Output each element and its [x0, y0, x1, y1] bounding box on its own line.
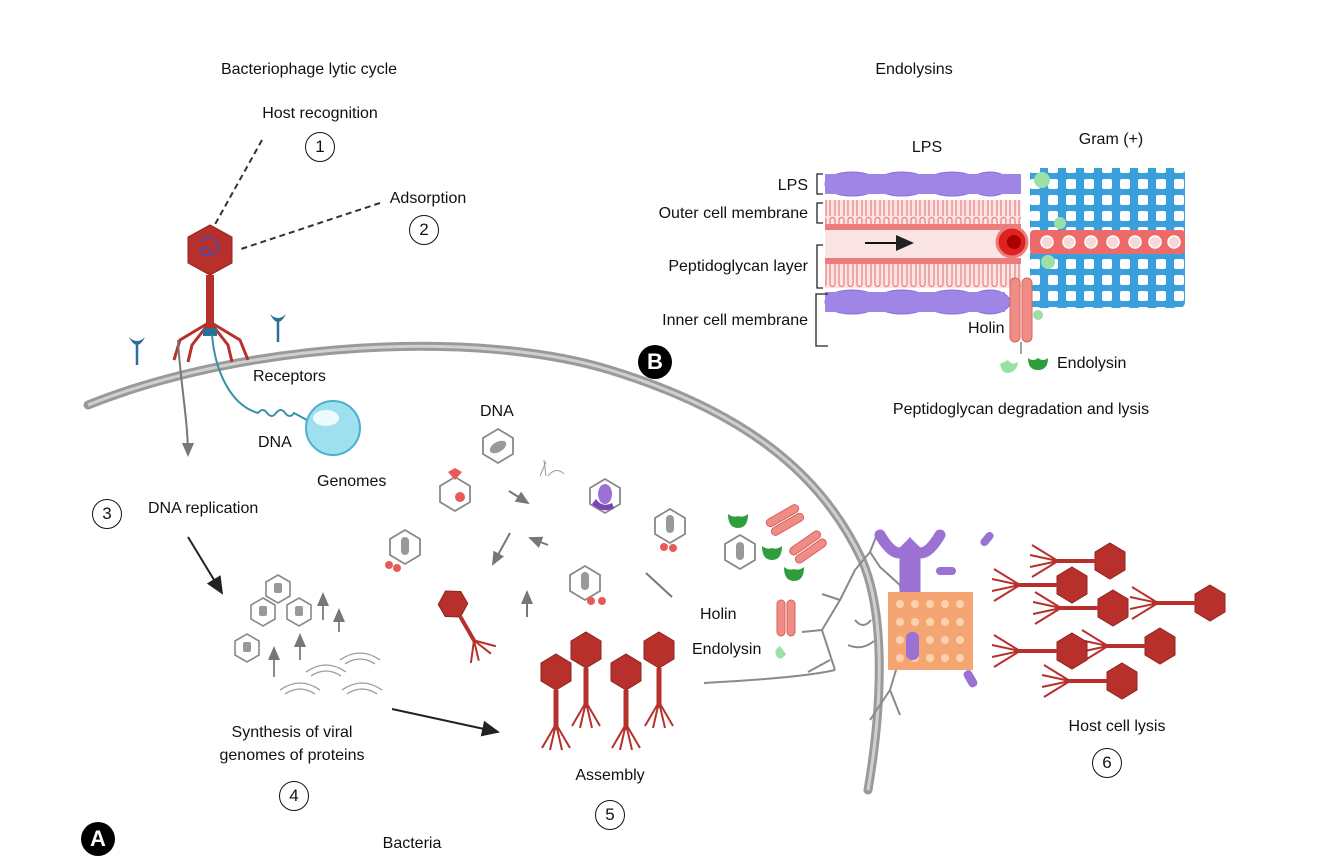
released-phages	[991, 542, 1226, 700]
endolysin-dark-icon	[1028, 358, 1048, 370]
pointer-adsorption	[237, 202, 381, 251]
step-3-badge: 3	[92, 499, 122, 529]
panel-a-badge: A	[81, 822, 115, 856]
step-4-badge: 4	[279, 781, 309, 811]
gram-negative-envelope	[824, 171, 1029, 315]
dna-inside-label: DNA	[480, 403, 514, 420]
lysis-debris	[874, 529, 994, 688]
holin-label: Holin	[700, 606, 737, 623]
receptor-icon	[129, 337, 145, 365]
genome-sphere	[305, 400, 361, 456]
holin-icon	[764, 502, 806, 538]
step-4-label-line2: genomes of proteins	[219, 747, 365, 764]
panel-b-title: Endolysins	[875, 61, 953, 78]
mature-phage	[437, 590, 497, 664]
layer-outer-membrane-label: Outer cell membrane	[658, 205, 808, 222]
layer-inner-membrane-label: Inner cell membrane	[662, 312, 808, 329]
arrow-to-synthesis	[187, 536, 224, 595]
bacteria-label: Bacteria	[382, 835, 442, 852]
entry-arrow	[177, 339, 194, 457]
arrow-to-assembly	[391, 708, 500, 737]
step-4-label-line1: Synthesis of viral	[231, 724, 353, 741]
receptors-label: Receptors	[253, 368, 326, 385]
panel-b-holin-label: Holin	[968, 320, 1005, 337]
genomes-label: Genomes	[317, 473, 387, 490]
step-2-label: Adsorption	[389, 190, 467, 207]
step-5-label: Assembly	[575, 767, 645, 784]
pointer-host-recognition	[212, 139, 263, 229]
assembly-arrows	[492, 490, 673, 617]
tail-fibers	[279, 652, 383, 695]
panel-b-endolysin-label: Endolysin	[1057, 355, 1127, 372]
injected-dna	[211, 334, 308, 421]
synthesis-arrows	[268, 592, 345, 677]
assembly-intermediates	[385, 428, 756, 605]
gram-negative-label: LPS	[911, 139, 943, 156]
step-3-label: DNA replication	[148, 500, 259, 517]
endolysin-small-icon	[775, 646, 786, 659]
holin-icon	[776, 599, 796, 637]
layer-peptidoglycan-label: Peptidoglycan layer	[668, 258, 808, 275]
endolysin-light-icon	[1000, 360, 1018, 373]
replicated-capsids	[234, 574, 312, 663]
step-2-badge: 2	[409, 215, 439, 245]
step-5-badge: 5	[595, 800, 625, 830]
receptor-icon	[270, 314, 286, 342]
step-6-label: Host cell lysis	[1068, 718, 1166, 735]
endolysin-label: Endolysin	[692, 641, 762, 658]
panel-b-caption: Peptidoglycan degradation and lysis	[892, 401, 1150, 418]
step-6-badge: 6	[1092, 748, 1122, 778]
layer-lps-label: LPS	[777, 177, 808, 194]
step-1-badge: 1	[305, 132, 335, 162]
layer-brackets	[815, 173, 828, 347]
dna-injection-label: DNA	[258, 434, 292, 451]
panel-b-badge: B	[638, 345, 672, 379]
assembled-phages	[540, 631, 675, 751]
holin-icon	[787, 528, 829, 566]
holin-channel	[1009, 277, 1033, 354]
step-1-label: Host recognition	[262, 105, 378, 122]
inner-membrane-line	[703, 669, 836, 684]
panel-a-title: Bacteriophage lytic cycle	[220, 61, 398, 78]
gram-positive-label: Gram (+)	[1078, 131, 1144, 148]
phage-adsorbing	[172, 224, 250, 363]
